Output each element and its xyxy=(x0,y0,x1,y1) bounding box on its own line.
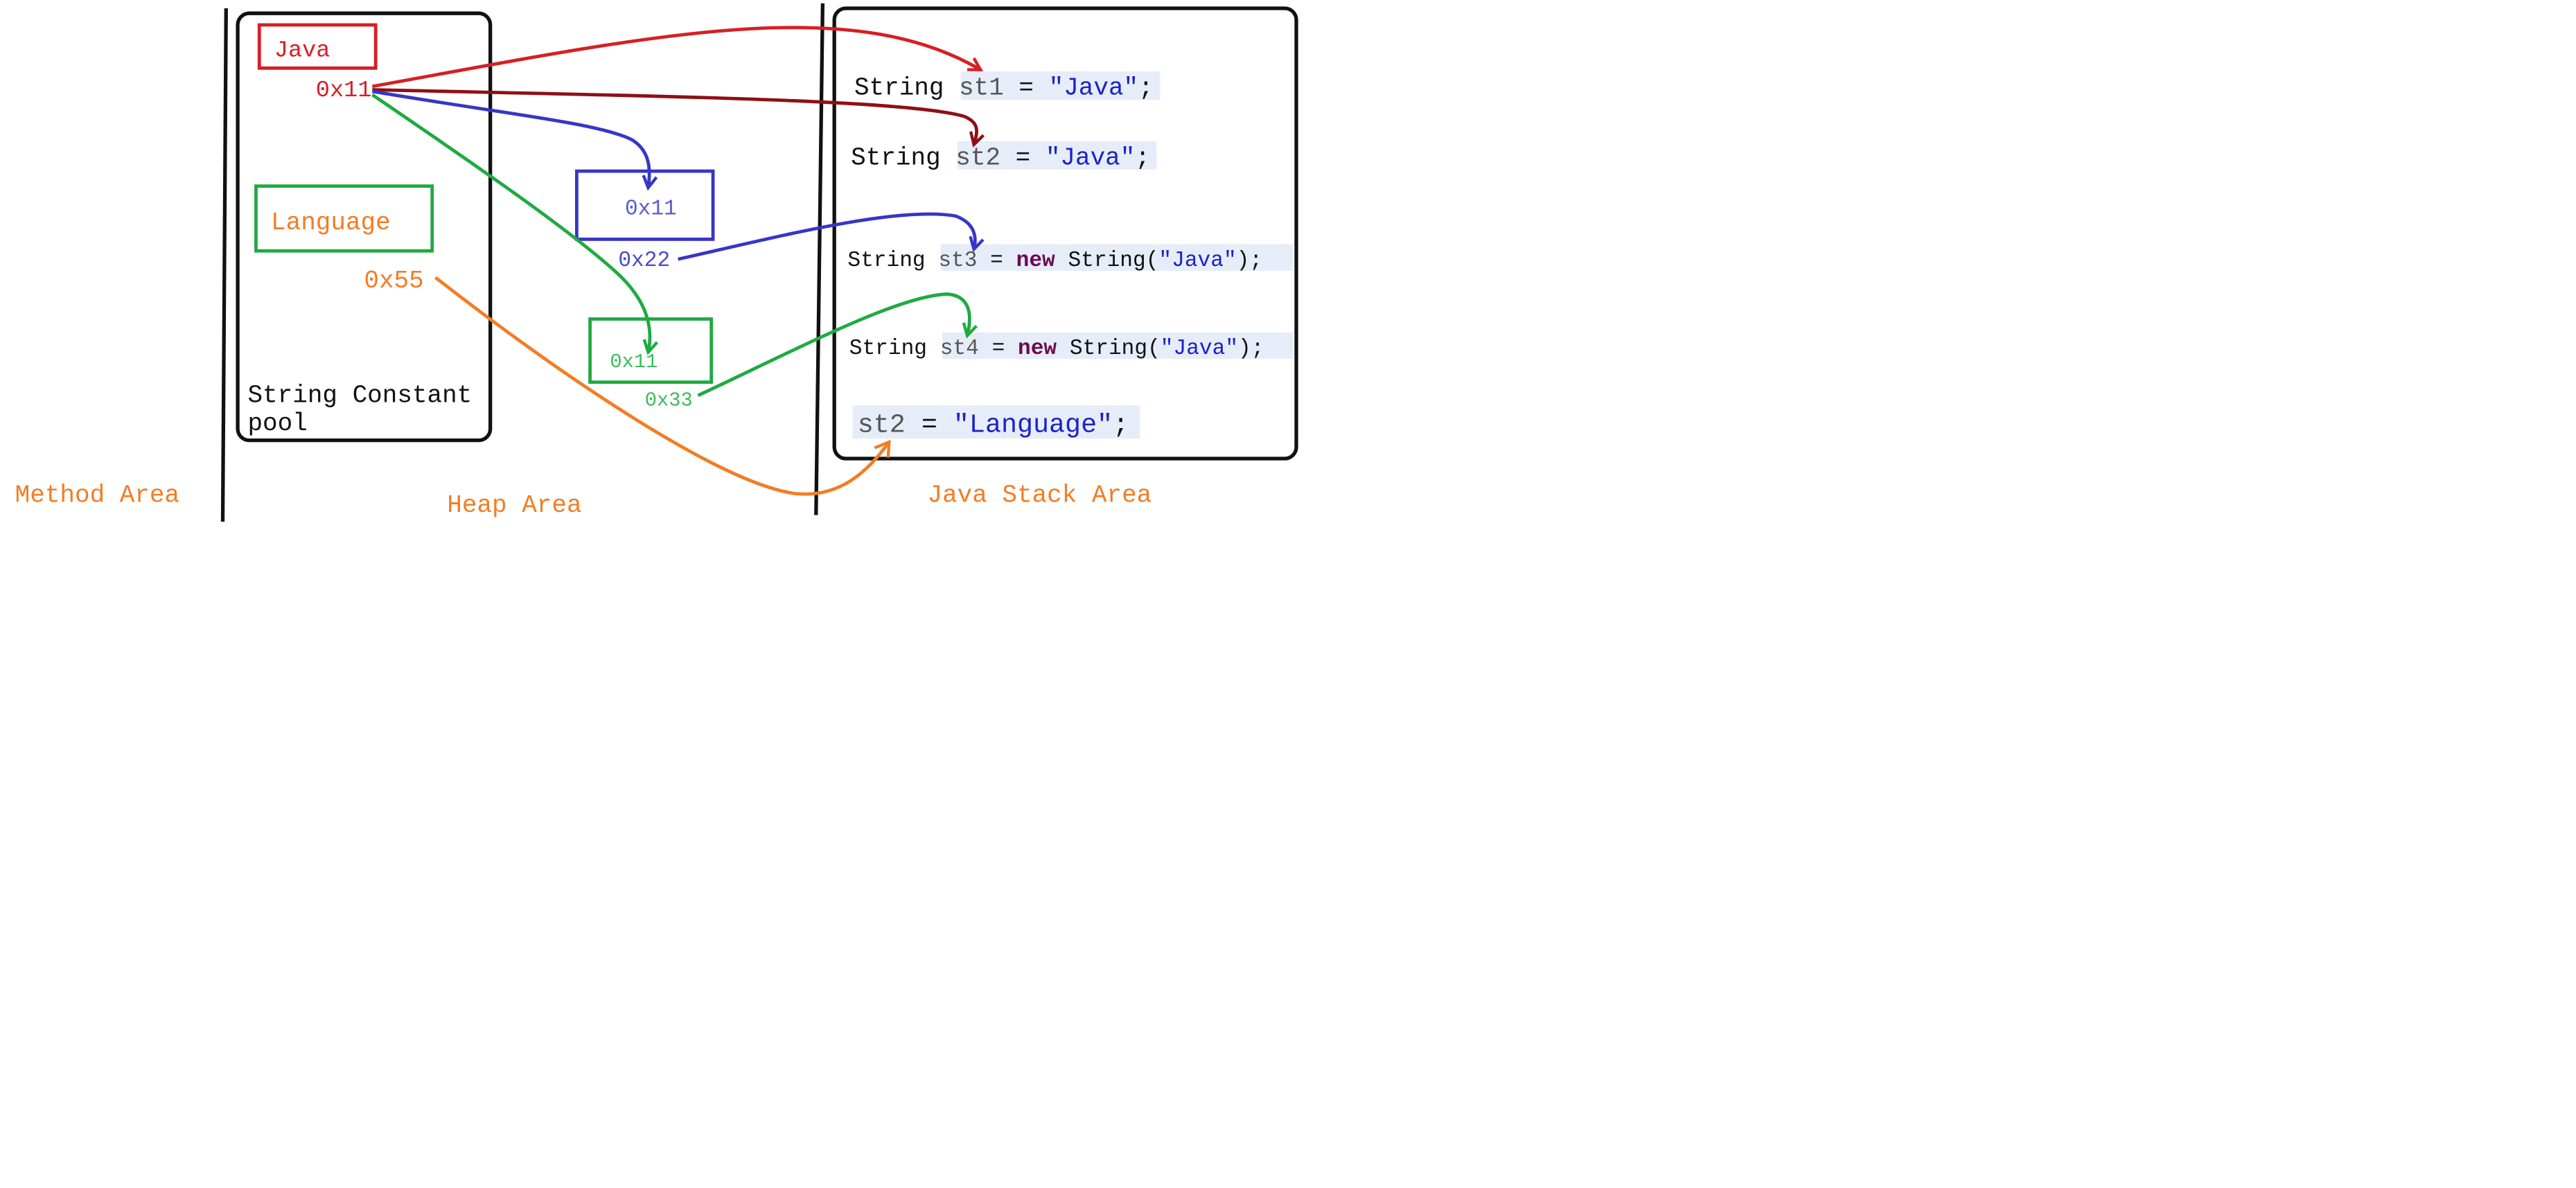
arrow-java-to-st1 xyxy=(371,26,984,89)
language-literal-address: 0x55 xyxy=(364,267,423,295)
java-literal-box xyxy=(257,23,378,70)
string-constant-pool-box xyxy=(236,11,493,443)
java-literal-text: Java xyxy=(274,38,330,64)
code-line-st3: String st3 = new String("Java"); xyxy=(847,249,1262,273)
language-literal-text: Language xyxy=(271,209,391,237)
heap-object-0x33-address: 0x33 xyxy=(645,389,693,411)
heap-object-0x22-box xyxy=(575,169,715,241)
pool-title-line1: String Constant xyxy=(247,381,472,409)
pool-title-line2: pool xyxy=(247,409,307,438)
heap-object-0x33-box xyxy=(588,317,714,384)
code-line-st2-reassign: st2 = "Language"; xyxy=(858,410,1129,441)
code-line-st4: String st4 = new String("Java"); xyxy=(849,337,1264,361)
arrow-0x33-to-st4 xyxy=(697,292,978,398)
java-stack-area-label: Java Stack Area xyxy=(928,481,1152,509)
code-line-st2: String st2 = "Java"; xyxy=(851,143,1150,172)
heap-area-label: Heap Area xyxy=(447,491,581,520)
java-stack-box xyxy=(832,6,1298,461)
arrow-java-to-st2 xyxy=(372,88,985,148)
method-area-divider xyxy=(220,8,228,522)
code-line-st1: String st1 = "Java"; xyxy=(854,74,1154,103)
heap-object-0x22-address: 0x22 xyxy=(618,249,670,273)
heap-object-0x22-inner: 0x11 xyxy=(625,197,677,221)
arrow-java-to-heap-0x22 xyxy=(371,89,658,191)
method-area-label: Method Area xyxy=(15,481,179,509)
arrow-language-to-st2-reassign xyxy=(434,276,891,496)
arrow-java-to-heap-0x33 xyxy=(371,93,659,355)
language-literal-box xyxy=(254,184,434,253)
heap-object-0x33-inner: 0x11 xyxy=(610,351,658,373)
heap-area-divider xyxy=(814,3,825,515)
arrow-0x22-to-st3 xyxy=(678,212,985,261)
java-literal-address: 0x11 xyxy=(316,78,372,104)
